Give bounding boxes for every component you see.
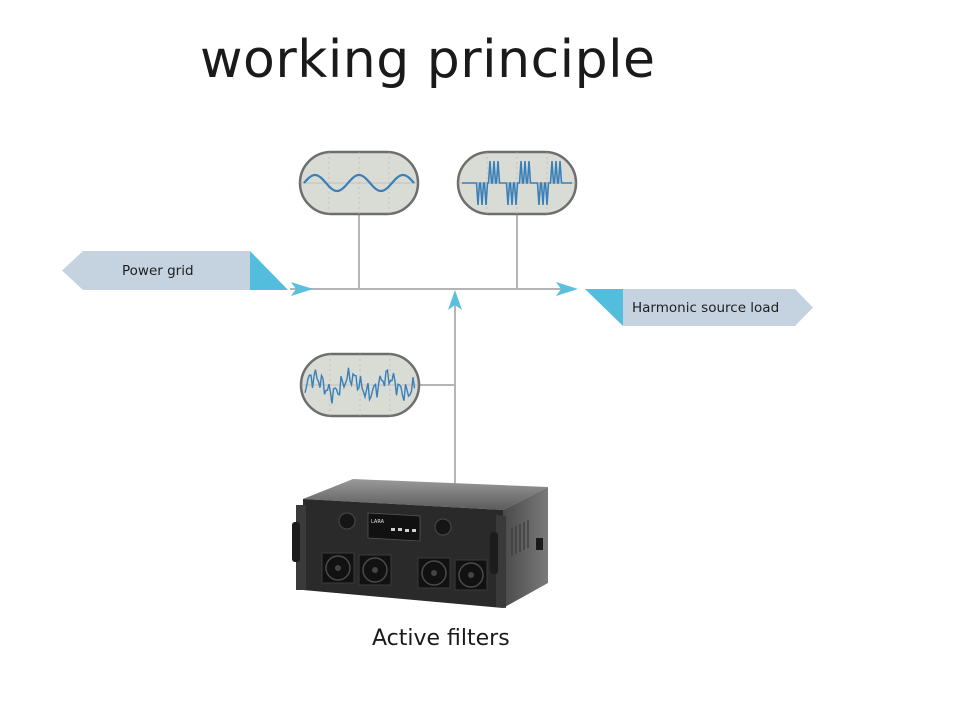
page-title: working principle <box>200 30 656 90</box>
harmonic-load-label: Harmonic source load <box>632 300 779 316</box>
harmonic-current-waveform <box>462 160 572 206</box>
device-display-panel <box>367 512 421 542</box>
device-right-handle <box>490 532 498 574</box>
active-filter-device: LARA <box>292 479 548 608</box>
device-logo: LARA <box>371 519 385 525</box>
device-top-panel <box>303 479 548 510</box>
harmonic-load-tag-accent <box>585 289 623 326</box>
harmonic-load-tag-body <box>623 289 813 326</box>
device-side-port <box>536 538 543 550</box>
arrowheads <box>291 282 578 310</box>
device-side-panel <box>503 487 548 608</box>
active-filters-label: Active filters <box>372 626 510 651</box>
power-grid-tag-body <box>62 251 250 290</box>
power-grid-label: Power grid <box>122 263 194 279</box>
device-left-handle <box>292 522 300 562</box>
sine-waveform <box>303 173 415 193</box>
connection-lines <box>290 214 575 488</box>
scope-compensation-current <box>299 352 421 418</box>
device-buttons <box>391 528 416 532</box>
scope-sine-wave <box>298 150 420 216</box>
arrow-into-load <box>556 282 578 296</box>
device-top-fan-right <box>434 518 452 536</box>
scope-harmonic-current <box>456 150 578 216</box>
arrow-up-from-filter <box>448 290 462 310</box>
power-grid-tag: Power grid <box>62 251 288 290</box>
compensation-waveform <box>304 367 416 404</box>
scope-sine-grid <box>300 152 418 214</box>
device-top-fan-left <box>338 512 356 530</box>
device-left-ear <box>296 505 306 590</box>
harmonic-load-tag: Harmonic source load <box>585 289 813 326</box>
device-right-ear <box>496 515 506 608</box>
arrow-into-bus-left <box>291 282 313 296</box>
device-bottom-fans <box>321 552 488 591</box>
power-grid-tag-accent <box>250 251 288 290</box>
device-side-vents <box>511 520 529 556</box>
